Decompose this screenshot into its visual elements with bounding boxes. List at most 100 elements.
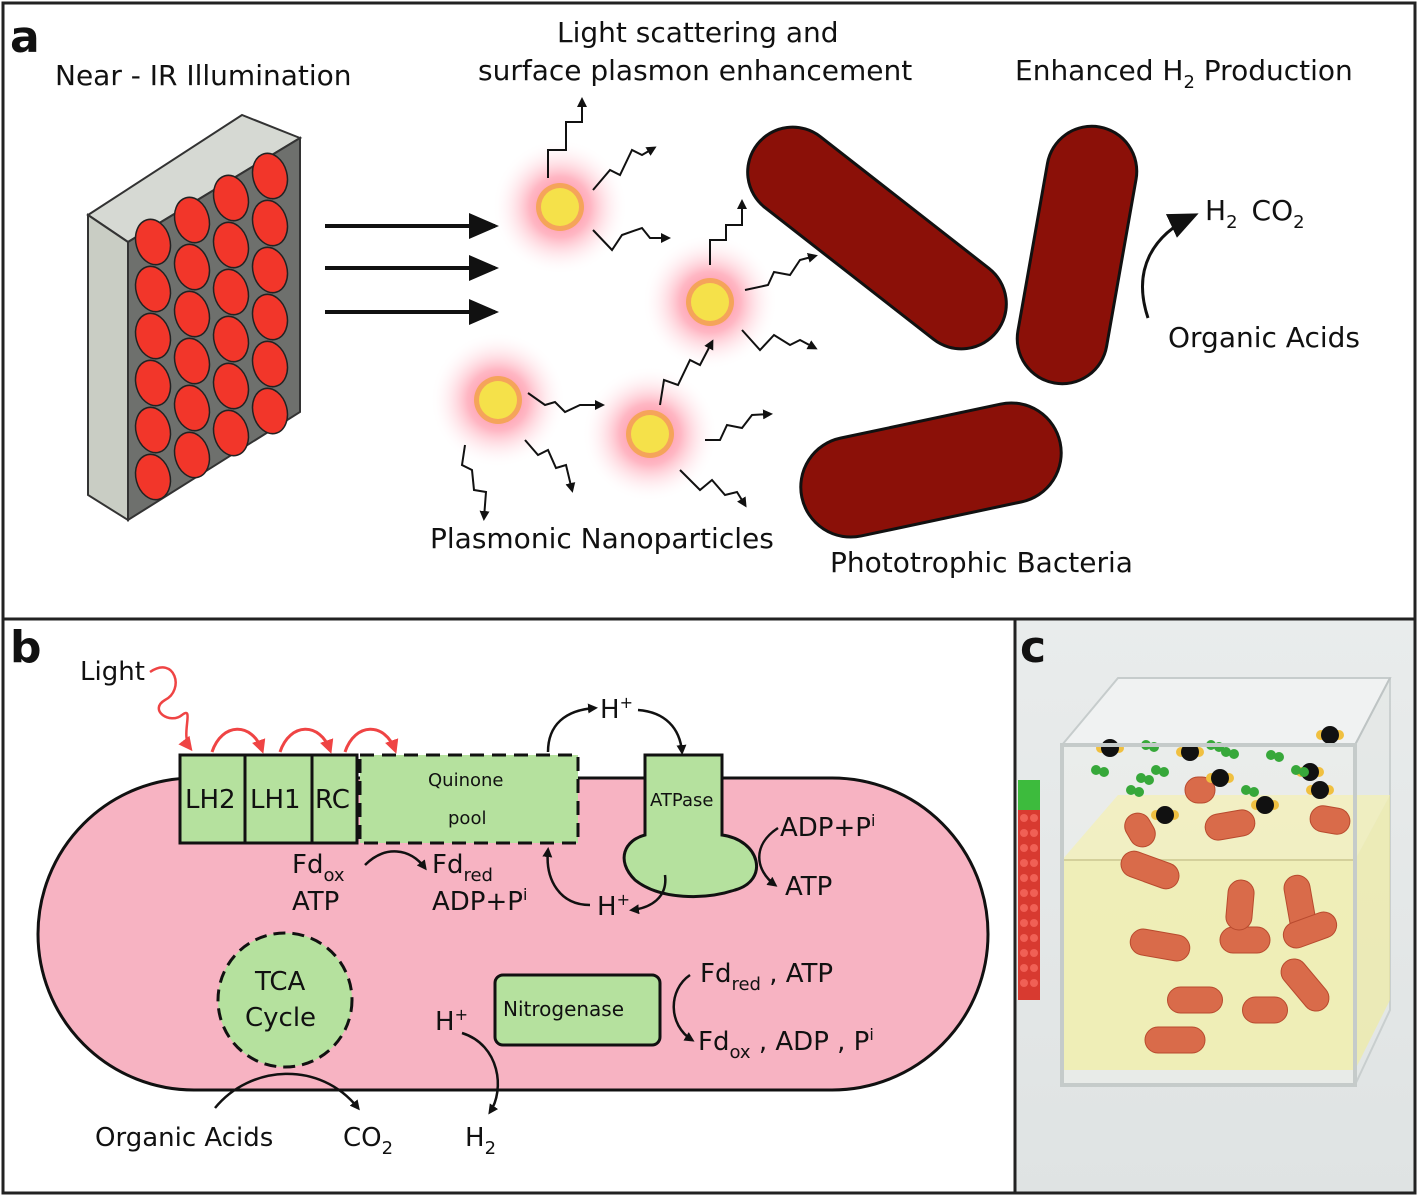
tca-cycle xyxy=(216,931,354,1069)
bacteria-label: Phototrophic Bacteria xyxy=(830,546,1133,579)
bacterium-1 xyxy=(746,125,1008,351)
fdox-label: Fdox xyxy=(292,850,345,886)
light-wave xyxy=(149,666,193,752)
co2-molecule xyxy=(1306,781,1334,799)
lh1-label: LH1 xyxy=(250,785,301,815)
led xyxy=(251,293,289,341)
energy-transfer-arrows xyxy=(210,727,399,754)
led xyxy=(251,152,289,200)
fd-nitrogenase-arrow xyxy=(672,973,695,1042)
led xyxy=(134,265,172,313)
nanoparticle xyxy=(430,332,566,468)
panel-c-letter: c xyxy=(1020,622,1046,673)
led xyxy=(251,246,289,294)
quinone-pool-box xyxy=(358,753,580,845)
rc-box xyxy=(310,753,359,845)
led xyxy=(134,312,172,360)
scatter-arrows xyxy=(460,97,818,521)
led xyxy=(251,340,289,388)
h2-label-b: H2 xyxy=(465,1123,496,1159)
led xyxy=(134,218,172,266)
bacterium-3 xyxy=(799,401,1063,539)
tank-bacterium xyxy=(1225,879,1255,931)
led xyxy=(173,384,211,432)
atpase-label: ATPase xyxy=(650,790,713,811)
hplus-atpase-arrow xyxy=(629,874,667,915)
h2-production-arrow xyxy=(461,1031,500,1115)
led xyxy=(173,243,211,291)
tank-bacterium xyxy=(1144,1026,1206,1054)
nitrogenase-label: Nitrogenase xyxy=(503,997,624,1021)
organic-acid-arrow xyxy=(1141,213,1199,319)
organic-acids-label-a: Organic Acids xyxy=(1168,321,1360,354)
quinone-label-1: Quinone xyxy=(428,770,503,791)
hplus-in-arrow xyxy=(637,708,687,755)
enhanced-production-label: Enhanced H2 Production xyxy=(1015,54,1353,93)
fdred-label: Fdred xyxy=(432,850,493,886)
led xyxy=(251,199,289,247)
led xyxy=(134,359,172,407)
scatter-label-line1: Light scattering and xyxy=(557,16,839,49)
nitrogenase-box xyxy=(493,973,662,1047)
hplus-nitrogenase: H+ xyxy=(435,1005,468,1037)
adp-p-label: ADP+Pi xyxy=(432,885,527,917)
panel-b-letter: b xyxy=(10,622,42,673)
led xyxy=(212,221,250,269)
tank-bacterium xyxy=(1204,809,1256,841)
lh2-label: LH2 xyxy=(185,785,236,815)
photobioreactor xyxy=(1018,677,1392,1087)
h2-molecule xyxy=(1266,750,1284,762)
hplus-bottom: H+ xyxy=(597,890,630,922)
bacteria xyxy=(746,124,1139,539)
membrane-complexes xyxy=(178,753,580,845)
led xyxy=(173,337,211,385)
nanoparticle xyxy=(492,139,628,275)
tank-bacterium xyxy=(1184,776,1216,804)
tca-label-2: Cycle xyxy=(245,1003,316,1033)
led xyxy=(212,315,250,363)
tank-bacterium xyxy=(1219,926,1271,954)
tca-label-1: TCA xyxy=(254,967,306,997)
fdox-adp-label: Fdox , ADP , Pi xyxy=(698,1025,874,1063)
atp-label-left: ATP xyxy=(292,887,339,917)
adp-p-right: ADP+Pi xyxy=(780,811,875,843)
h2-molecule xyxy=(1291,765,1309,777)
quinone-label-2: pool xyxy=(448,808,486,829)
h2-molecule xyxy=(1241,785,1259,797)
co2-molecule xyxy=(1151,806,1179,824)
h2-molecule xyxy=(1136,773,1154,785)
tank-bacterium xyxy=(1242,996,1288,1024)
nanoparticle xyxy=(582,366,718,502)
h2-molecule xyxy=(1221,747,1239,759)
led xyxy=(212,268,250,316)
co2-molecule xyxy=(1176,743,1204,761)
tank-bacterium xyxy=(1282,911,1338,949)
organic-acids-label-b: Organic Acids xyxy=(95,1123,273,1153)
co2-molecule xyxy=(1206,769,1234,787)
light-label: Light xyxy=(80,657,145,687)
near-ir-label: Near - IR Illumination xyxy=(55,59,352,92)
nanoparticles-label: Plasmonic Nanoparticles xyxy=(430,522,774,555)
led xyxy=(212,362,250,410)
led xyxy=(212,409,250,457)
atp-synthesis-arrow xyxy=(758,826,779,887)
h2-molecule xyxy=(1151,765,1169,777)
atp-label-right: ATP xyxy=(785,872,832,902)
tank-bacterium xyxy=(1120,850,1180,890)
h2-molecule xyxy=(1091,765,1109,777)
fdred-atp-label: Fdred , ATP xyxy=(700,959,833,995)
tank-bacterium xyxy=(1124,812,1156,848)
tank-bacterium xyxy=(1309,805,1351,835)
led xyxy=(251,387,289,435)
tank-bacterium xyxy=(1280,958,1330,1012)
h2-molecule xyxy=(1126,785,1144,797)
led xyxy=(173,290,211,338)
co2-molecule xyxy=(1316,726,1344,744)
hplus-out-arrow xyxy=(546,703,598,753)
plasmonic-nanoparticles xyxy=(430,139,778,502)
illumination-arrows xyxy=(325,213,499,325)
led xyxy=(173,196,211,244)
tca-arrow xyxy=(214,1072,360,1111)
